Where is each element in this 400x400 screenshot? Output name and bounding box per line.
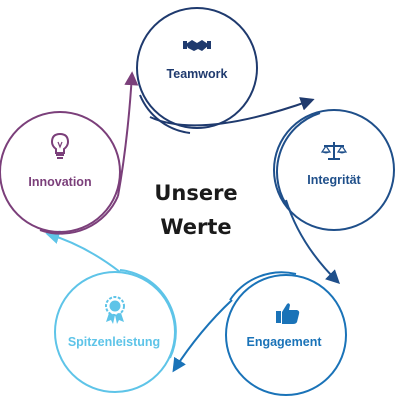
innovation-circle — [0, 111, 121, 233]
integritaet-inner-arc — [276, 112, 321, 211]
scales-icon — [320, 142, 348, 160]
spitzenleistung-circle — [54, 271, 176, 393]
node-engagement: Engagement — [225, 271, 347, 396]
node-label-innovation: Innovation — [28, 175, 91, 189]
spitzenleistung-inner-arc — [119, 269, 177, 359]
node-spitzenleistung: Spitzenleistung — [54, 269, 177, 393]
award-medal-icon — [105, 296, 125, 324]
integritaet-circle — [273, 109, 395, 231]
node-label-spitzenleistung: Spitzenleistung — [68, 335, 160, 349]
arrow-engagement-to-spitzenleistung — [172, 299, 233, 373]
teamwork-circle — [136, 7, 258, 129]
node-teamwork: Teamwork — [136, 7, 258, 134]
center-title-line1: Unsere — [154, 181, 237, 205]
node-label-teamwork: Teamwork — [167, 67, 228, 81]
handshake-icon — [183, 40, 211, 51]
node-innovation: Innovation — [0, 111, 121, 235]
arrow-innovation-to-teamwork — [117, 71, 139, 197]
node-label-integritaet: Integrität — [307, 173, 361, 187]
innovation-inner-arc — [39, 195, 119, 235]
lightbulb-icon — [50, 132, 70, 159]
thumbs-up-icon — [276, 303, 300, 324]
engagement-inner-arc — [229, 271, 297, 301]
arrow-teamwork-to-integritaet — [149, 97, 315, 127]
engagement-circle — [225, 274, 347, 396]
node-integritaet: Integrität — [273, 109, 395, 231]
node-label-engagement: Engagement — [246, 335, 322, 349]
arrow-integritaet-to-engagement — [285, 199, 341, 284]
center-title-line2: Werte — [160, 215, 231, 239]
arrow-spitzenleistung-to-innovation — [45, 230, 121, 273]
